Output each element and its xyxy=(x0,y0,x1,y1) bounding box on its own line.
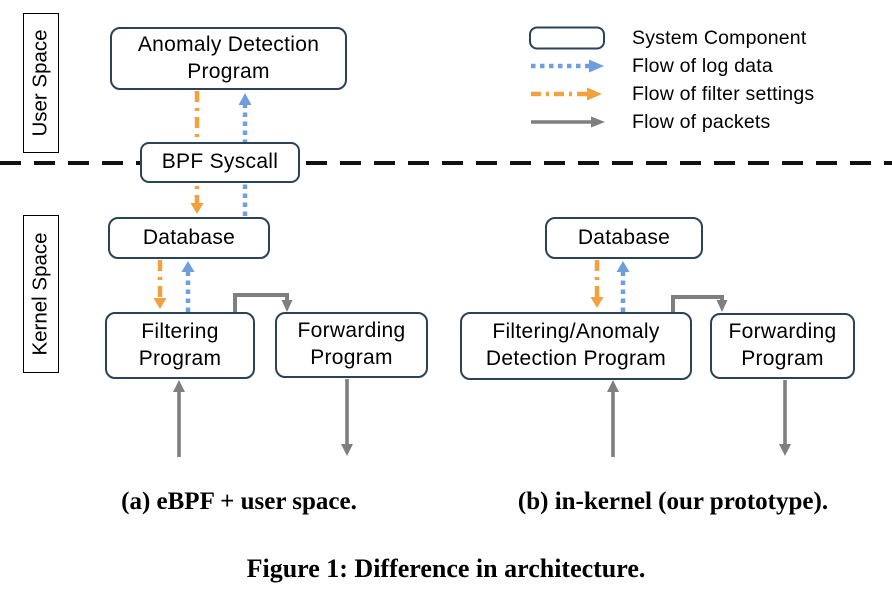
figure-caption: Figure 1: Difference in architecture. xyxy=(246,554,646,583)
node-a-forwarding-program: Forwarding Program xyxy=(275,312,428,378)
legend-label-log-data: Flow of log data xyxy=(632,54,773,77)
arrow-a-packets-out xyxy=(341,379,353,456)
filter-settings-arrow-icon xyxy=(531,87,602,101)
legend: System Component Flow of log data Flow o… xyxy=(528,24,814,136)
system-component-box-icon xyxy=(529,26,605,50)
node-b-forwarding-program: Forwarding Program xyxy=(710,313,855,379)
node-a-bpf-syscall: BPF Syscall xyxy=(140,142,300,183)
arrow-b-log-data xyxy=(616,261,630,312)
legend-row-filter-settings: Flow of filter settings xyxy=(528,80,814,108)
arrow-a-filter-settings-lower xyxy=(153,260,167,309)
legend-row-system-component: System Component xyxy=(528,24,814,52)
legend-label-filter-settings: Flow of filter settings xyxy=(632,82,815,105)
packets-arrow-icon xyxy=(531,116,605,128)
legend-label-packets: Flow of packets xyxy=(632,110,771,133)
node-b-database: Database xyxy=(545,217,703,259)
node-a-filtering-program: Filtering Program xyxy=(105,312,255,379)
arrow-a-packets-filtering-to-forwarding xyxy=(233,293,293,313)
log-data-arrow-icon xyxy=(531,59,604,73)
subcaption-b: (b) in-kernel (our prototype). xyxy=(517,488,829,515)
kernel-space-label-box: Kernel Space xyxy=(23,215,59,373)
user-space-label-box: User Space xyxy=(23,13,59,153)
arrow-b-packets-out xyxy=(779,380,791,456)
node-a-anomaly-detection-program: Anomaly Detection Program xyxy=(110,27,347,90)
legend-row-packets: Flow of packets xyxy=(528,108,814,136)
node-b-filtering-anomaly-detection-program: Filtering/Anomaly Detection Program xyxy=(460,312,692,380)
arrow-a-packets-in xyxy=(173,380,185,457)
node-a-database: Database xyxy=(108,217,270,259)
user-space-label: User Space xyxy=(29,29,53,137)
arrow-b-packets-in xyxy=(607,380,619,457)
arrow-b-filter-settings xyxy=(590,260,604,308)
subcaption-a: (a) eBPF + user space. xyxy=(121,488,357,515)
arrow-a-log-data-lower xyxy=(181,261,195,312)
legend-row-log-data: Flow of log data xyxy=(528,52,814,80)
arrow-b-packets-filtering-to-forwarding xyxy=(671,295,728,313)
kernel-space-label: Kernel Space xyxy=(29,232,52,356)
legend-label-system-component: System Component xyxy=(632,26,807,49)
